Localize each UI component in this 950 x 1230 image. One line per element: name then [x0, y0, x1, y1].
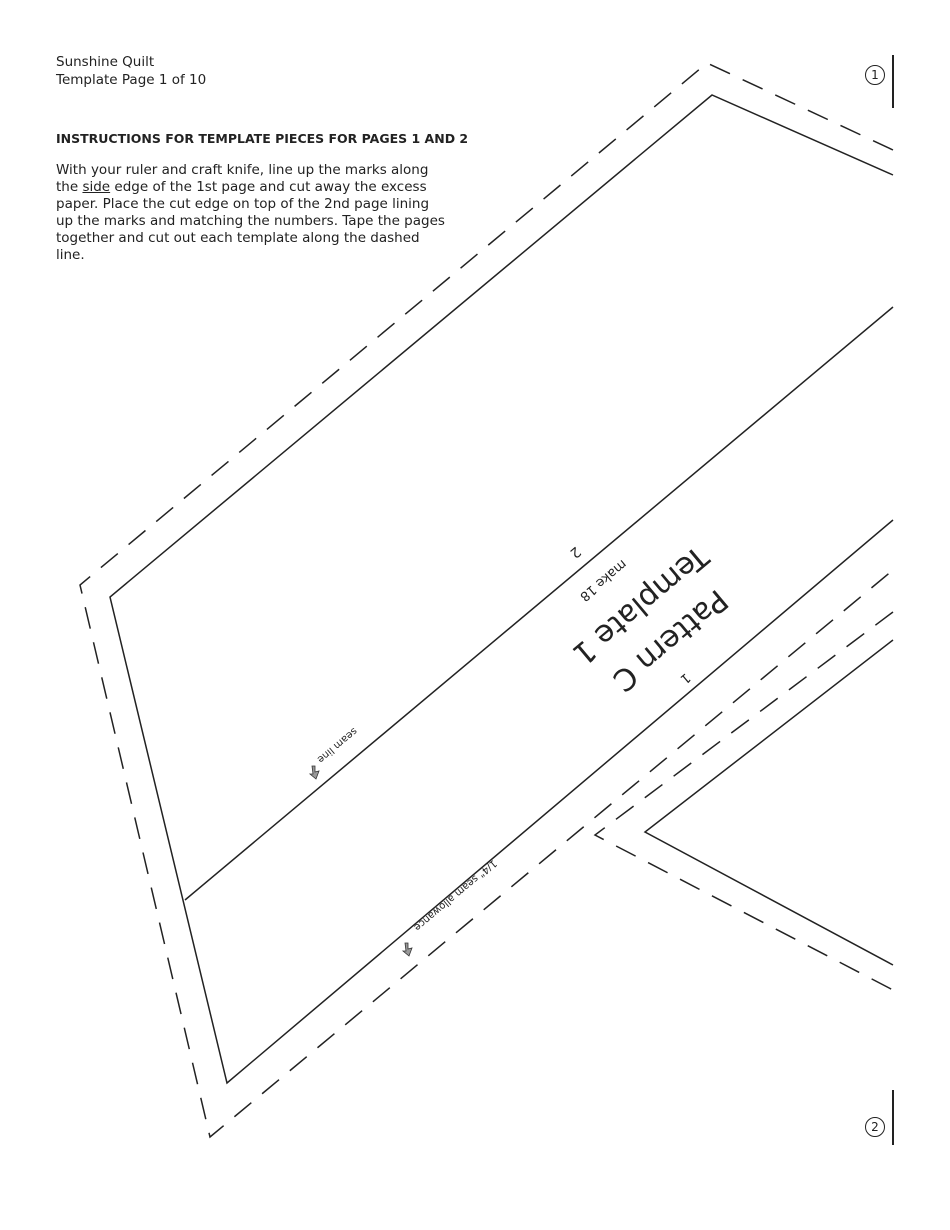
- page-mark-2: 2: [865, 1117, 885, 1137]
- instructions-title: INSTRUCTIONS FOR TEMPLATE PIECES FOR PAG…: [56, 131, 469, 146]
- instructions-underlined: side: [82, 179, 111, 195]
- document-header: Sunshine Quilt Template Page 1 of 10: [56, 53, 206, 89]
- page-mark-1: 1: [865, 65, 885, 85]
- instructions-text-rest: edge of the 1st page and cut away the ex…: [56, 179, 445, 263]
- cut-line-second: [593, 611, 894, 991]
- seam-line-arrow-icon: [308, 765, 320, 780]
- quilt-title: Sunshine Quilt: [56, 54, 155, 70]
- seam-line: [184, 306, 894, 901]
- instructions-text: With your ruler and craft knife, line up…: [56, 162, 429, 195]
- second-template-seam: [643, 639, 894, 966]
- cut-line-outer: [79, 62, 894, 1139]
- seam-outline: [109, 94, 894, 1085]
- instructions-body: With your ruler and craft knife, line up…: [56, 162, 446, 264]
- seam-allowance-arrow-icon: [401, 942, 413, 957]
- page-number: Template Page 1 of 10: [56, 72, 207, 88]
